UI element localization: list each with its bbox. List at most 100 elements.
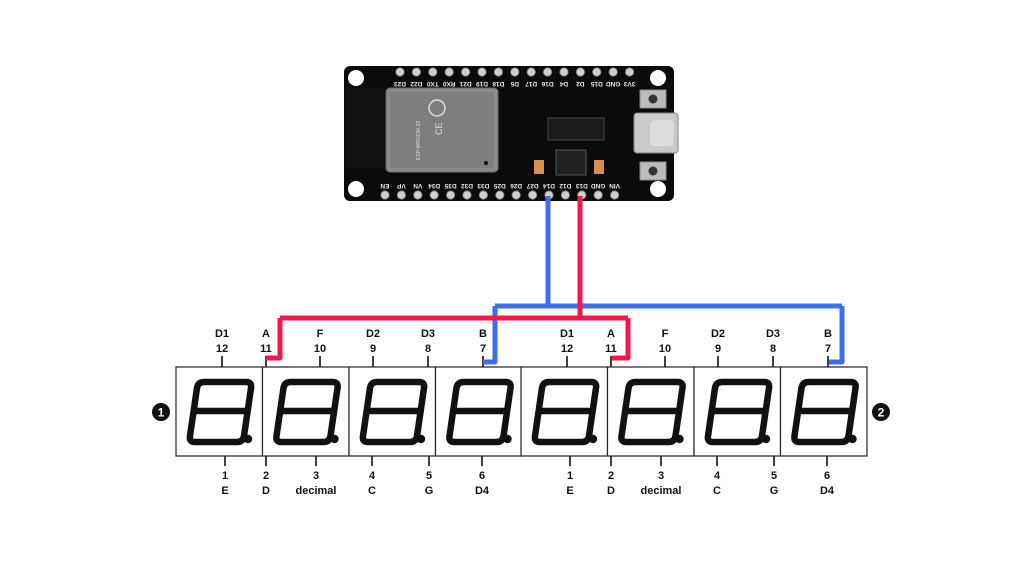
pin-5-g: 5G	[770, 456, 779, 497]
decimal-point	[675, 434, 684, 444]
digit	[175, 366, 264, 457]
pin-number: 8	[770, 343, 776, 355]
pin-function: D	[262, 485, 270, 497]
badge-number: 2	[878, 406, 885, 420]
pin-number: 7	[825, 343, 831, 355]
pin-number: 10	[314, 343, 326, 355]
pin-4-c: 4C	[368, 456, 376, 497]
pin-1-e: 1E	[566, 456, 574, 497]
pin-function: D3	[421, 328, 435, 340]
decimal-point	[416, 434, 426, 444]
digit	[779, 366, 868, 457]
board-pin-d16: D16	[541, 67, 554, 87]
pin-10-f: 10 F	[314, 328, 326, 367]
mounting-hole	[650, 181, 666, 197]
board-pin-d25: D25	[493, 182, 506, 200]
pin-function: F	[317, 328, 324, 340]
board-pin-d19: D19	[476, 67, 488, 87]
pin-number: 12	[561, 343, 573, 355]
board-pin-label: EN	[380, 182, 389, 189]
pin-function: A	[262, 328, 270, 340]
decimal-point	[588, 434, 598, 444]
pin-function: G	[770, 485, 779, 497]
pin-5-g: 5G	[425, 456, 434, 497]
digit-segments	[186, 378, 255, 446]
board-pin-d12: D12	[559, 182, 571, 200]
module-face	[390, 92, 494, 168]
board-pin-d17: D17	[525, 67, 537, 87]
board-pin-d33: D33	[477, 182, 489, 200]
pin-function: D4	[820, 485, 835, 497]
pin-number: 7	[480, 343, 486, 355]
decimal-point	[761, 434, 771, 444]
pin-function: C	[368, 485, 376, 497]
digit	[434, 366, 523, 457]
pin-function: G	[425, 485, 434, 497]
pin-number: 12	[216, 343, 228, 355]
pin-number: 5	[771, 470, 777, 482]
pin-function: F	[662, 328, 669, 340]
board-pin-vn: VN	[413, 182, 423, 200]
red-wire	[266, 196, 631, 361]
usb-uart-chip	[547, 117, 605, 141]
pin-number: 4	[714, 470, 721, 482]
pin-function: A	[607, 328, 615, 340]
blue-wire	[483, 196, 845, 365]
pin-number: 3	[658, 470, 664, 482]
pin-function: E	[221, 485, 228, 497]
board-pin-label: TX0	[426, 80, 438, 87]
board-pin-label: D34	[428, 182, 440, 189]
digit-segments	[273, 378, 341, 446]
voltage-regulator	[555, 149, 587, 176]
mounting-hole	[348, 181, 364, 197]
mounting-hole	[650, 70, 666, 86]
pin-function: D	[607, 485, 615, 497]
board-pin-label: D17	[525, 80, 537, 87]
board-pin-label: GND	[606, 80, 621, 87]
digit-segments	[359, 378, 428, 446]
board-pin-label: D32	[461, 182, 473, 189]
pin-6-d4: 6D4	[475, 456, 490, 497]
boot-button[interactable]	[639, 89, 667, 109]
pin-number: 1	[567, 470, 573, 482]
board-pin-label: D18	[492, 80, 504, 87]
display-number-badge: 1	[152, 403, 170, 421]
en-button[interactable]	[639, 161, 667, 181]
decimal-point	[330, 434, 339, 444]
pin-function: decimal	[296, 485, 337, 497]
board-pin-vp: VP	[396, 182, 406, 200]
digit-segments	[704, 378, 773, 446]
board-pin-d2: D2	[575, 67, 586, 87]
board-pin-tx0: TX0	[426, 67, 439, 87]
pin-7-b: 7B	[824, 328, 832, 367]
board-pin-d22: D22	[410, 67, 422, 87]
board-pin-label: D23	[394, 80, 406, 87]
board-pin-vin: VIN	[609, 182, 620, 200]
board-pin-label: D2	[576, 80, 585, 87]
pin-function: B	[824, 328, 832, 340]
board-pin-d15: D15	[590, 67, 603, 87]
board-pin-d18: D18	[492, 67, 504, 87]
module-dot	[484, 161, 488, 165]
digit-segments	[791, 378, 859, 446]
digit-segments	[446, 378, 514, 446]
board-pin-label: D33	[477, 182, 489, 189]
board-pin-d32: D32	[461, 182, 473, 200]
display-number-badge: 2	[872, 403, 890, 421]
board-pin-label: D35	[444, 182, 456, 189]
digit	[520, 366, 609, 457]
pin-number: 4	[369, 470, 376, 482]
digit	[606, 366, 695, 457]
board-pin-d26: D26	[510, 182, 522, 200]
ce-mark: CE	[434, 122, 444, 135]
board-pin-label: D27	[526, 182, 538, 189]
pin-function: D4	[475, 485, 490, 497]
pin-number: 3	[313, 470, 319, 482]
decimal-point	[848, 434, 857, 444]
board-pin-label: D26	[510, 182, 522, 189]
pin-function: E	[566, 485, 573, 497]
